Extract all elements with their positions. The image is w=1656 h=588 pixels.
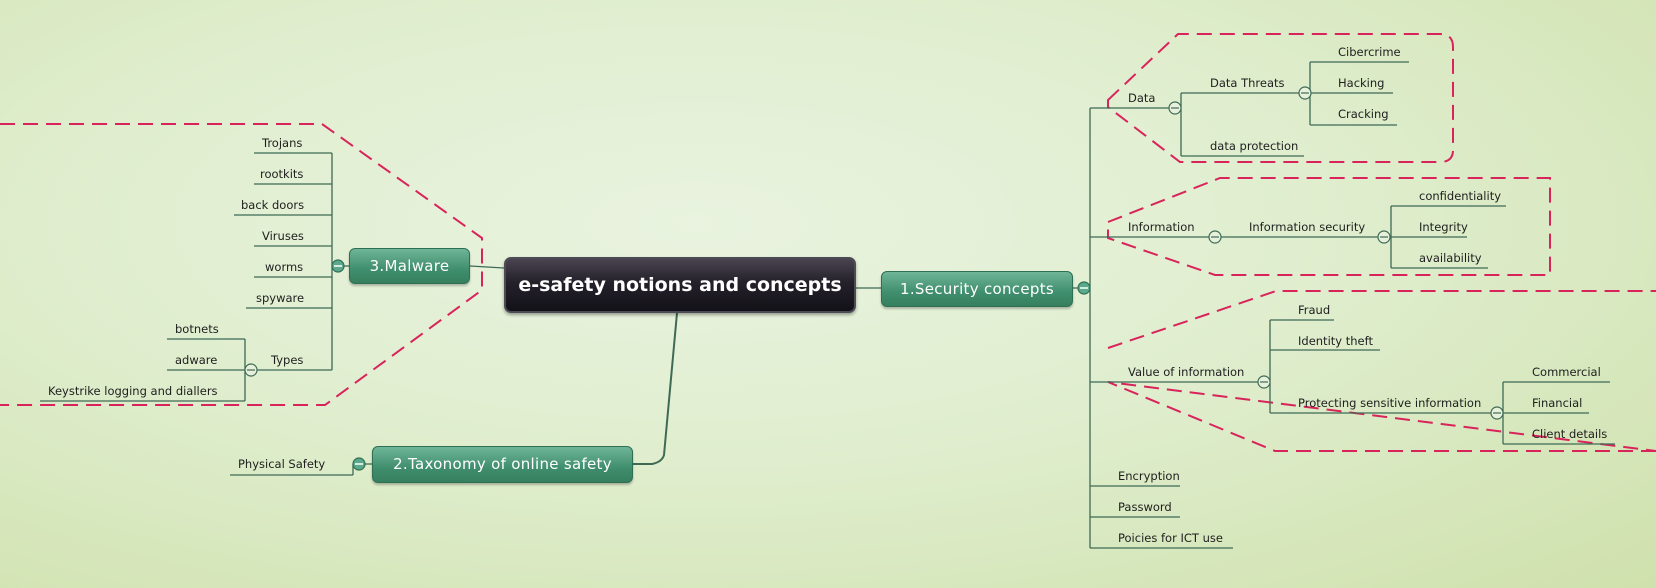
node-financial[interactable]: Financial xyxy=(1532,396,1583,410)
topic-malware[interactable]: 3.Malware xyxy=(349,248,470,284)
node-keystrike-logging[interactable]: Keystrike logging and diallers xyxy=(48,384,218,398)
node-protecting-sensitive-information[interactable]: Protecting sensitive information xyxy=(1298,396,1482,410)
central-topic[interactable]: e-safety notions and concepts xyxy=(504,257,856,313)
node-encryption[interactable]: Encryption xyxy=(1118,469,1180,483)
node-commercial[interactable]: Commercial xyxy=(1532,365,1601,379)
topic-security-concepts[interactable]: 1.Security concepts xyxy=(881,271,1073,307)
node-viruses[interactable]: Viruses xyxy=(262,229,304,243)
node-integrity[interactable]: Integrity xyxy=(1419,220,1468,234)
node-data-threats[interactable]: Data Threats xyxy=(1210,76,1285,90)
topic-taxonomy-online-safety[interactable]: 2.Taxonomy of online safety xyxy=(372,446,633,483)
boundary-information xyxy=(1107,177,1551,276)
node-back-doors[interactable]: back doors xyxy=(241,198,305,212)
node-identity-theft[interactable]: Identity theft xyxy=(1298,334,1373,348)
node-cracking[interactable]: Cracking xyxy=(1338,107,1389,121)
node-types[interactable]: Types xyxy=(271,353,304,367)
boundary-malware xyxy=(0,123,483,406)
boundary-value xyxy=(1107,290,1656,452)
node-trojans[interactable]: Trojans xyxy=(262,136,303,150)
node-information-security[interactable]: Information security xyxy=(1249,220,1366,234)
node-password[interactable]: Password xyxy=(1118,500,1172,514)
node-adware[interactable]: adware xyxy=(175,353,218,367)
node-data[interactable]: Data xyxy=(1128,91,1156,105)
node-worms[interactable]: worms xyxy=(265,260,304,274)
node-hacking[interactable]: Hacking xyxy=(1338,76,1385,90)
node-availability[interactable]: availability xyxy=(1419,251,1482,265)
node-botnets[interactable]: botnets xyxy=(175,322,219,336)
node-cibercrime[interactable]: Cibercrime xyxy=(1338,45,1401,59)
node-data-protection[interactable]: data protection xyxy=(1210,139,1299,153)
node-rootkits[interactable]: rootkits xyxy=(260,167,304,181)
node-spyware[interactable]: spyware xyxy=(256,291,305,305)
node-client-details[interactable]: Client details xyxy=(1532,427,1608,441)
node-policies-ict-use[interactable]: Poicies for ICT use xyxy=(1118,531,1223,545)
node-information[interactable]: Information xyxy=(1128,220,1195,234)
node-physical-safety[interactable]: Physical Safety xyxy=(238,457,326,471)
node-confidentiality[interactable]: confidentiality xyxy=(1419,189,1502,203)
node-fraud[interactable]: Fraud xyxy=(1298,303,1331,317)
node-value-of-information[interactable]: Value of information xyxy=(1128,365,1245,379)
